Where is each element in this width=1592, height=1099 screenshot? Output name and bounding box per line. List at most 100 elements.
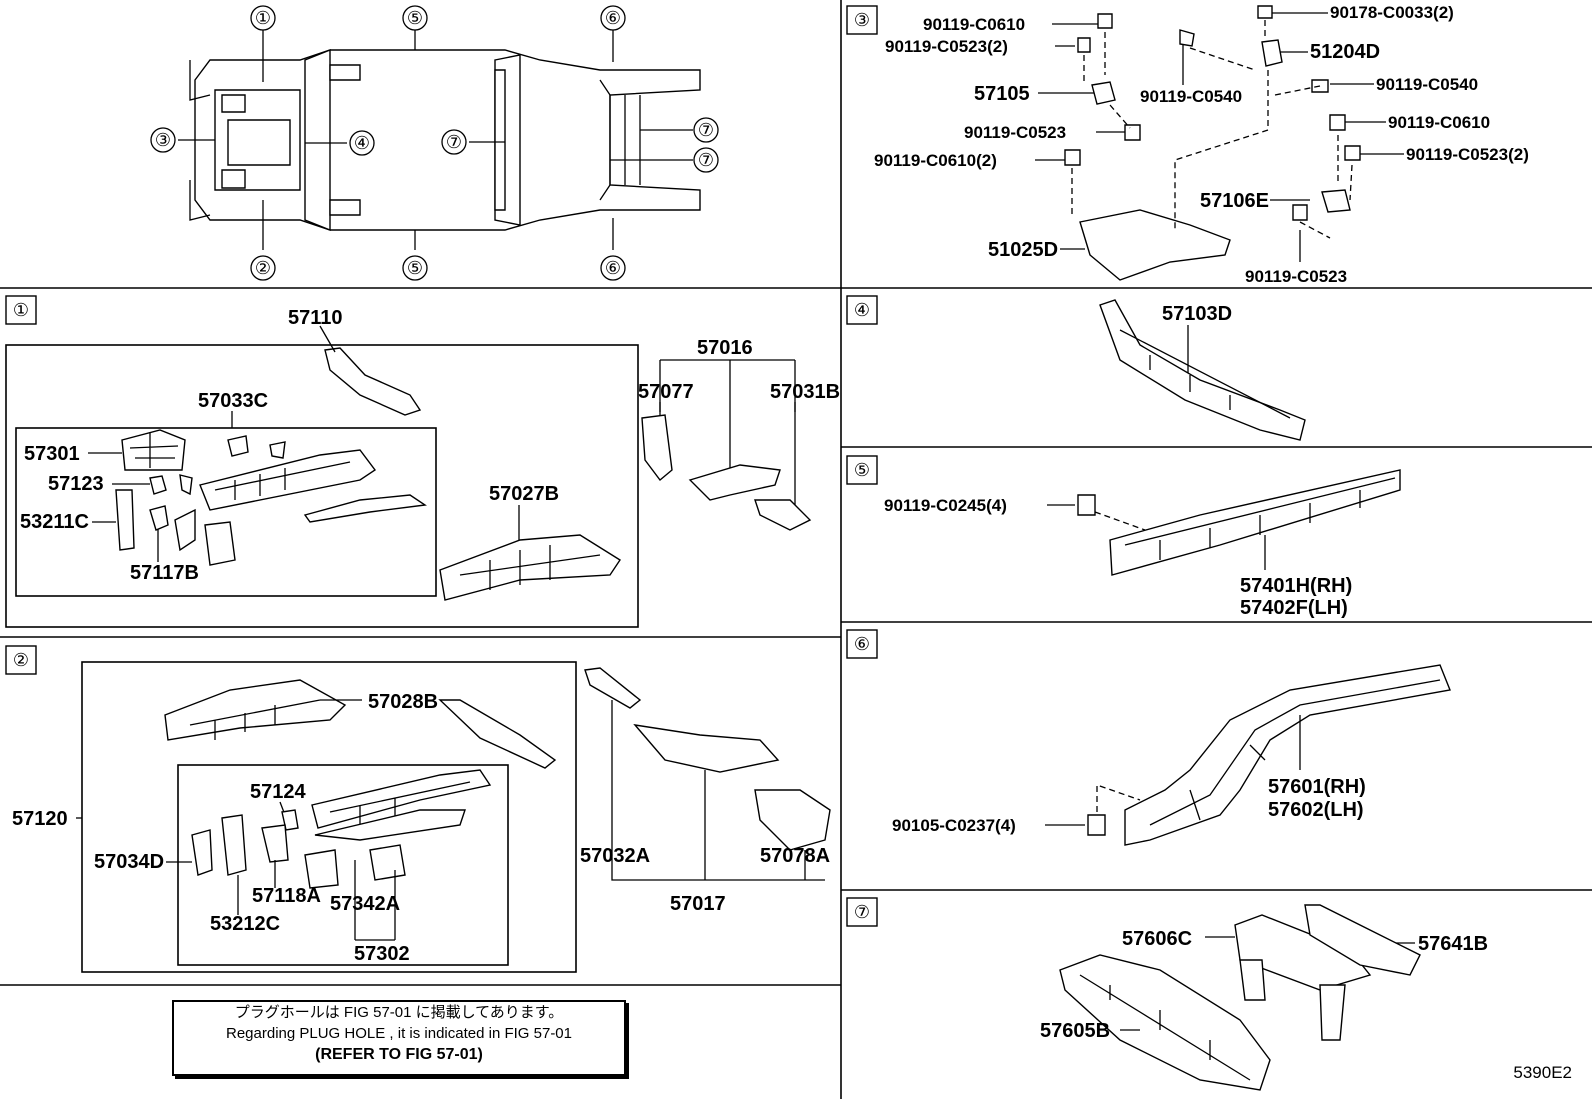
badge-section-7: ⑦	[846, 897, 878, 927]
part-number-label: ⑥	[605, 258, 621, 278]
part-57028B	[164, 679, 347, 741]
part-number-label: 57110	[288, 307, 343, 329]
plug-hole-note: プラグホールは FIG 57-01 に掲載してあります。 Regarding P…	[172, 1000, 626, 1076]
part-number-label: 57078A	[760, 845, 830, 867]
part-number-label: ④	[354, 133, 370, 153]
part-number-label: 90119-C0540	[1140, 87, 1242, 106]
bolt-icons	[1064, 5, 1361, 221]
callout-5-top: ⑤	[402, 5, 428, 31]
part-57110	[324, 347, 422, 416]
part-number-label: 57118A	[252, 885, 321, 907]
part-number-label: 90119-C0523(2)	[885, 37, 1008, 56]
badge-section-1: ①	[5, 295, 37, 325]
part-number-label: 57032A	[580, 845, 650, 867]
callout-6-top: ⑥	[600, 5, 626, 31]
part-57601	[1124, 664, 1451, 846]
part-number-label: 57027B	[489, 483, 559, 505]
part-57605B	[1059, 954, 1271, 1091]
section-5: 90119-C0245(4) 57401H(RH) 57402F(LH)	[884, 469, 1401, 619]
overview-callouts: ① ② ③ ④ ⑤ ⑤ ⑥ ⑥ ⑦ ⑦ ⑦	[150, 5, 719, 281]
callout-2-bottom: ②	[250, 255, 276, 281]
part-number-label: ⑤	[854, 460, 870, 480]
note-english: Regarding PLUG HOLE , it is indicated in…	[226, 1025, 572, 1042]
part-number-label: 57601(RH)	[1268, 776, 1366, 798]
part-number-label: ④	[854, 300, 870, 320]
part-number-label: ⑦	[698, 120, 714, 140]
part-57105	[1091, 81, 1116, 105]
badge-section-6: ⑥	[846, 629, 878, 659]
section-1: 57110 57033C 57301 57123 53211C 57117B 5…	[5, 307, 840, 628]
part-number-label: 57605B	[1040, 1020, 1110, 1042]
figure-code: 5390E2	[1513, 1063, 1572, 1082]
bolt-90105-C0237	[1087, 814, 1106, 836]
part-57123	[149, 475, 167, 495]
part-number-label: 57401H(RH)	[1240, 575, 1352, 597]
part-number-label: 57124	[250, 781, 306, 803]
part-number-label: ①	[13, 300, 29, 320]
part-51204D	[1261, 39, 1283, 67]
part-number-label: ⑤	[407, 258, 423, 278]
part-number-label: ⑤	[407, 8, 423, 28]
part-number-label: 57031B	[770, 381, 840, 403]
part-number-label: 51025D	[988, 239, 1058, 261]
part-57077	[641, 414, 673, 482]
part-number-label: 57301	[24, 443, 80, 465]
callout-4: ④	[349, 130, 375, 156]
section-6: 57601(RH) 57602(LH) 90105-C0237(4)	[892, 664, 1451, 846]
part-53211C	[115, 489, 135, 551]
part-57401H	[1109, 469, 1401, 576]
callout-7-center: ⑦	[441, 129, 467, 155]
part-number-label: 90105-C0237(4)	[892, 816, 1016, 835]
part-number-label: 57641B	[1418, 933, 1488, 955]
badge-section-4: ④	[846, 295, 878, 325]
part-number-label: ⑦	[446, 132, 462, 152]
part-number-label: 57103D	[1162, 303, 1232, 325]
part-57078A	[754, 789, 831, 851]
section-3: 90119-C0610 90119-C0523(2) 90178-C0033(2…	[874, 3, 1529, 286]
part-57106E	[1321, 189, 1351, 213]
note-reference: (REFER TO FIG 57-01)	[315, 1046, 483, 1063]
part-number-label: 57302	[354, 943, 410, 965]
part-number-label: 53212C	[210, 913, 280, 935]
part-number-label: ②	[255, 258, 271, 278]
part-number-label: ②	[13, 650, 29, 670]
part-number-label: 57016	[697, 337, 753, 359]
part-number-label: 57402F(LH)	[1240, 597, 1348, 619]
section-7: 57606C 57641B 57605B	[1040, 904, 1488, 1091]
section-badges: ① ② ③ ④ ⑤ ⑥ ⑦	[5, 5, 878, 927]
section-4: 57103D	[1099, 299, 1306, 441]
part-number-label: 57342A	[330, 893, 400, 915]
part-57017	[633, 724, 780, 773]
callout-7-lower-right: ⑦	[693, 147, 719, 173]
part-number-label: 90119-C0540	[1376, 75, 1478, 94]
note-japanese: プラグホールは FIG 57-01 に掲載してあります。	[234, 1004, 564, 1021]
part-57032A	[584, 667, 642, 709]
part-number-label: ⑦	[854, 902, 870, 922]
part-number-label: ③	[155, 130, 171, 150]
callout-3-left: ③	[150, 127, 176, 153]
part-number-label: 90119-C0523	[1245, 267, 1347, 286]
part-number-label: ⑦	[698, 150, 714, 170]
part-number-label: 57034D	[94, 851, 164, 873]
part-57031B	[688, 464, 781, 501]
part-57124-rail	[311, 769, 492, 829]
badge-section-5: ⑤	[846, 455, 878, 485]
part-57033C-rail	[199, 449, 377, 511]
part-number-label: 57117B	[130, 562, 199, 584]
part-number-label: 57105	[974, 83, 1030, 105]
part-number-label: 57077	[638, 381, 694, 403]
section-2: 57028B 57120 57124 57034D 57118A 53212C …	[12, 661, 831, 973]
part-57103D	[1099, 299, 1306, 441]
callout-7-upper-right: ⑦	[693, 117, 719, 143]
part-number-label: 90119-C0610(2)	[874, 151, 997, 170]
bolt-90119-C0245	[1077, 494, 1096, 516]
callout-1-top: ①	[250, 5, 276, 31]
badge-section-3: ③	[846, 5, 878, 35]
callout-5-bottom: ⑤	[402, 255, 428, 281]
part-number-label: 57123	[48, 473, 104, 495]
part-number-label: 51204D	[1310, 41, 1380, 63]
part-57034D	[191, 829, 213, 876]
part-number-label: 90119-C0610	[1388, 113, 1490, 132]
part-number-label: 57606C	[1122, 928, 1192, 950]
